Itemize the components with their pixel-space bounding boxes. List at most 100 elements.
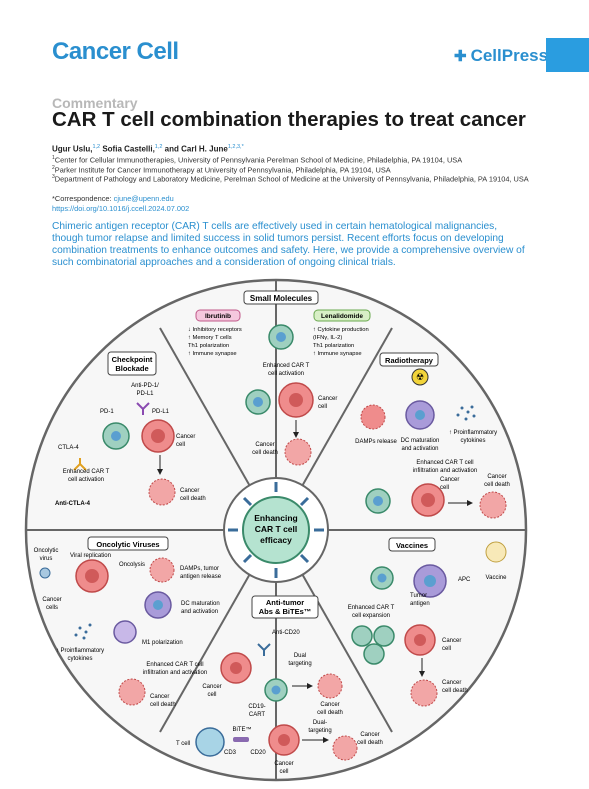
affiliation-sup: 2 <box>52 164 55 171</box>
dc-label: and activation <box>401 446 438 452</box>
ibrutinib-effect: ↓ Inhibitory receptors <box>188 327 242 333</box>
lenalidomide-effect: ↑ Cytokine production <box>313 327 369 333</box>
expansion-label: Enhanced CAR T <box>348 605 395 611</box>
oncolytic-viruses-sector: Oncolytic Viruses Oncolytic virus Viral … <box>34 536 222 708</box>
article-section: Commentary <box>52 95 138 111</box>
death-label: cell death <box>357 740 383 746</box>
affiliation: 1Center for Cellular Immunotherapies, Un… <box>52 154 542 165</box>
cancer-nucleus-icon <box>230 662 242 674</box>
infiltration-label: infiltration and activation <box>143 670 207 676</box>
lenalidomide-effect: ↑ Immune synapse <box>313 351 362 357</box>
death-label: cell death <box>252 450 278 456</box>
cancer-cell-label: Cancer <box>442 638 461 644</box>
death-label: Cancer <box>320 702 339 708</box>
cancer-cells-label: cells <box>46 605 58 611</box>
sector-title-box <box>251 595 319 619</box>
cancer-nucleus-icon <box>289 393 303 407</box>
cancer-nucleus-icon <box>278 734 290 746</box>
car-t-nucleus-icon <box>373 496 383 506</box>
expansion-label: cell expansion <box>352 613 390 619</box>
center-label: efficacy <box>260 535 292 545</box>
publisher-name: CellPress <box>470 46 549 65</box>
affiliation: 2Parker Institute for Cancer Immunothera… <box>52 164 542 175</box>
proinflammatory-label: cytokines <box>460 438 485 444</box>
center-label: Enhancing <box>254 513 297 523</box>
checkpoint-blockade-sector: Checkpoint Blockade Anti-PD-1/ PD-L1 PD-… <box>55 351 206 507</box>
car-t-cell-icon <box>373 625 395 647</box>
cancer-cell-label: cell <box>279 769 288 775</box>
pd1-label: PD-1 <box>100 409 114 415</box>
author-list: Ugur Uslu,1,2 Sofia Castelli,1,2 and Car… <box>52 144 244 154</box>
death-label: Cancer <box>150 694 169 700</box>
abstract: Chimeric antigen receptor (CAR) T cells … <box>52 221 525 268</box>
car-t-cell-icon <box>363 643 385 665</box>
oncolysis-label: Oncolysis <box>119 562 145 568</box>
doi-link[interactable]: https://doi.org/10.1016/j.ccell.2024.07.… <box>52 204 190 213</box>
sector-divider <box>296 327 393 496</box>
sector-title: Small Molecules <box>250 294 313 303</box>
ibrutinib-effect: Th1 polarization <box>188 343 229 349</box>
bite-label: BiTE™ <box>232 726 251 733</box>
dying-cancer-cell-icon <box>479 491 507 519</box>
sector-divider <box>159 564 256 733</box>
dual-targeting-label: Dual- <box>313 720 327 726</box>
death-label: Cancer <box>360 732 379 738</box>
author-affil-sup: 1,2,3,* <box>227 144 244 150</box>
pdl1-label: PD-L1 <box>152 409 170 415</box>
damps-label: DAMPs release <box>355 439 397 445</box>
virus-icon <box>39 567 51 579</box>
death-label: cell death <box>484 482 510 488</box>
cancer-cell-label: Cancer <box>318 396 337 402</box>
proinflammatory-label: cytokines <box>67 656 92 662</box>
sector-title: Abs & BiTEs™ <box>259 607 312 616</box>
death-label: cell death <box>442 688 468 694</box>
damps-label: DAMPs, tumor <box>180 566 219 572</box>
affiliation-text: Department of Pathology and Laboratory M… <box>54 174 529 184</box>
activation-label: Enhanced CAR T <box>63 469 110 475</box>
lenalidomide-effect: Th1 polarization <box>313 343 354 349</box>
apc-nucleus-icon <box>424 575 436 587</box>
dc-label: and activation <box>181 609 218 615</box>
car-t-nucleus-icon <box>276 332 286 342</box>
ibrutinib-effect: ↑ Memory T cells <box>188 335 232 341</box>
antibody-icon <box>136 402 150 415</box>
lenalidomide-badge <box>313 309 371 322</box>
cancer-nucleus-icon <box>85 569 99 583</box>
dc-nucleus-icon <box>415 410 425 420</box>
bite-molecule-icon <box>233 737 249 742</box>
cancer-cell-label: cell <box>442 646 451 652</box>
death-label: Cancer <box>255 442 274 448</box>
center-hub: Enhancing CAR T cell efficacy <box>223 477 329 583</box>
cancer-nucleus-icon <box>414 634 426 646</box>
virus-label: virus <box>40 556 53 562</box>
car-t-nucleus-icon <box>377 573 387 583</box>
cytokines-icon <box>74 623 92 640</box>
dc-label: DC maturation <box>401 438 440 444</box>
sector-title-box <box>379 352 439 367</box>
sector-title: Anti-tumor <box>266 598 304 607</box>
publisher-logo: ✚ CellPress <box>454 46 548 66</box>
cytokines-icon <box>456 405 476 421</box>
dual-targeting-label: Dual <box>294 653 306 659</box>
anti-ctla4-label: Anti-CTLA-4 <box>55 501 91 507</box>
header-accent-block <box>546 38 589 72</box>
cancer-cell-label: cell <box>440 485 449 491</box>
author-name: Sofia Castelli, <box>100 144 155 154</box>
death-label: Cancer <box>180 488 199 494</box>
death-label: cell death <box>150 702 176 708</box>
infiltration-label: infiltration and activation <box>413 468 477 474</box>
activation-label: Enhanced CAR T <box>263 363 310 369</box>
car-t-cell-icon <box>351 625 373 647</box>
sector-title: Vaccines <box>396 541 428 550</box>
ctla4-label: CTLA-4 <box>58 445 79 451</box>
sector-title-box <box>243 290 319 305</box>
lenalidomide-label: Lenalidomide <box>321 313 363 320</box>
correspondence-label: *Correspondence: <box>52 194 112 203</box>
affiliation-sup: 1 <box>52 155 55 161</box>
damps-label: antigen release <box>180 574 222 580</box>
cancer-cell-label: Cancer <box>176 434 195 440</box>
cancer-cell-label: Cancer <box>274 761 293 767</box>
correspondence-email-link[interactable]: cjune@upenn.edu <box>113 194 174 203</box>
affiliation: 3Department of Pathology and Laboratory … <box>52 173 542 184</box>
vaccine-label: Vaccine <box>486 575 508 581</box>
